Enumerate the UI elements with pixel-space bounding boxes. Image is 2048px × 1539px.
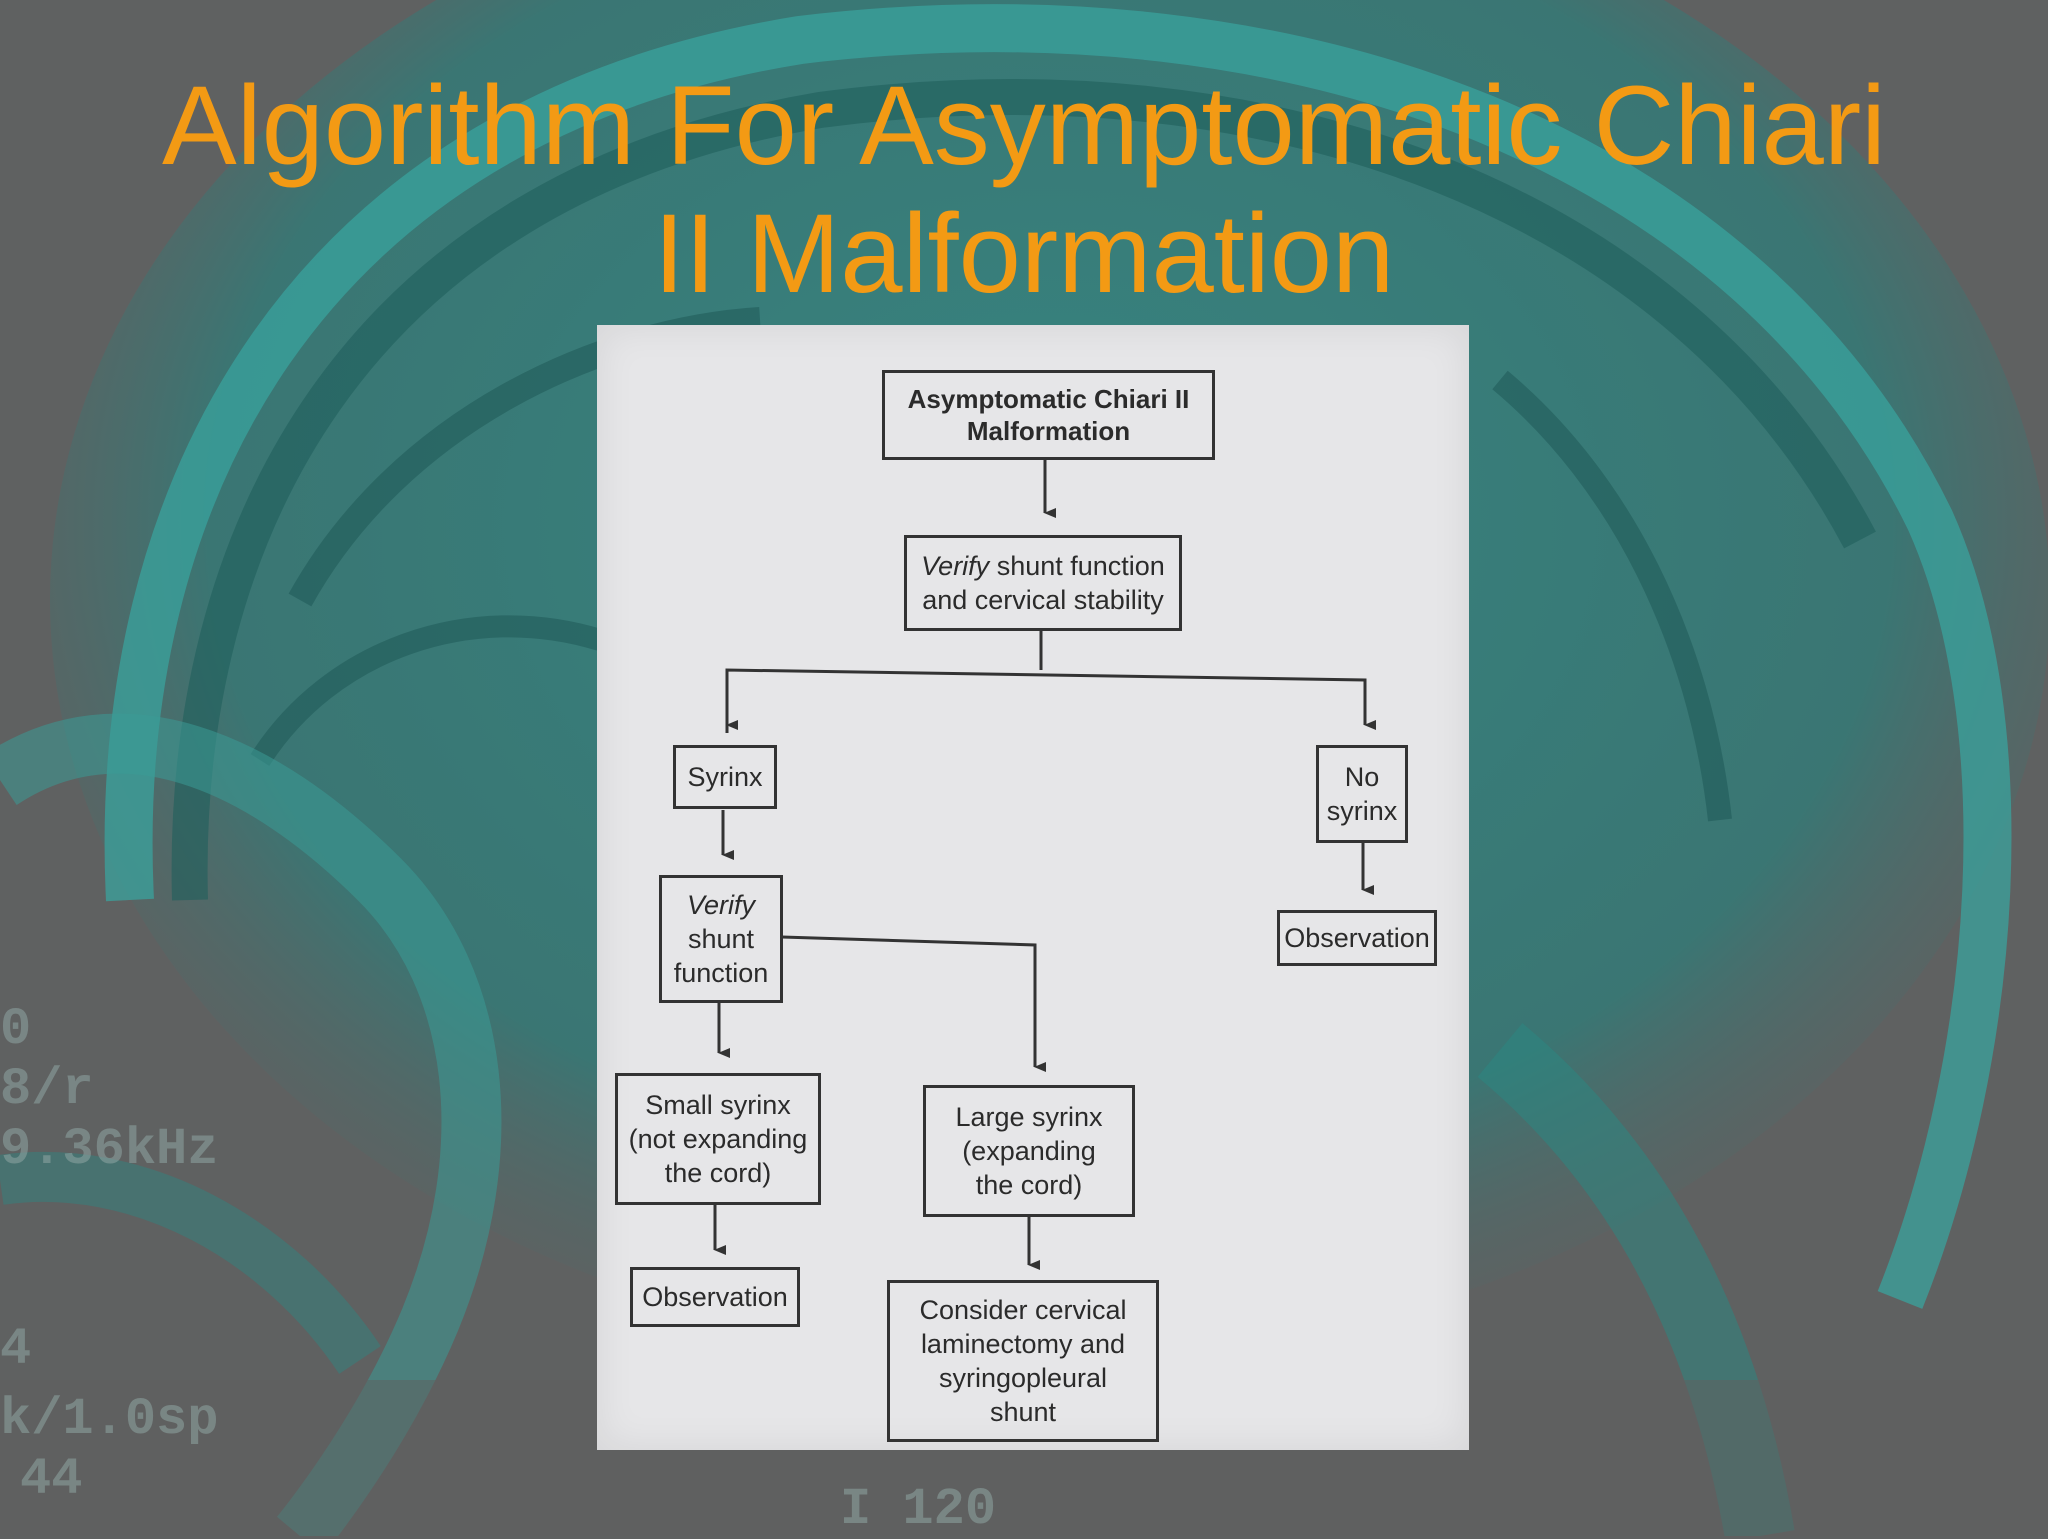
box-asymptomatic-chiari: Asymptomatic Chiari II Malformation [882, 370, 1215, 460]
slide-title: Algorithm For Asymptomatic Chiari II Mal… [0, 62, 2048, 318]
box-text-line-1: Verify shunt function [921, 549, 1165, 583]
mri-overlay-text: I 120 [840, 1480, 997, 1539]
box-text: shunt [687, 924, 755, 954]
box-verify-shunt-and-stability: Verify shunt function and cervical stabi… [904, 535, 1182, 631]
box-text: syrinx [1326, 796, 1398, 826]
mri-overlay-text: k/1.0sp [0, 1390, 219, 1449]
box-text: and cervical stability [922, 585, 1164, 615]
box-no-syrinx: No syrinx [1316, 745, 1408, 843]
mri-overlay-text: 4 [0, 1320, 32, 1379]
mri-overlay-text: 9.36kHz [0, 1120, 219, 1179]
box-text: Syrinx [687, 762, 763, 792]
box-text: Observation [642, 1282, 788, 1312]
box-text: the cord) [975, 1170, 1083, 1200]
box-text: the cord) [664, 1158, 772, 1188]
mri-overlay-text: 44 [20, 1450, 83, 1509]
flowchart-figure: Asymptomatic Chiari II Malformation Veri… [597, 325, 1469, 1450]
box-text: (not expanding [628, 1124, 808, 1154]
box-large-syrinx: Large syrinx (expanding the cord) [923, 1085, 1135, 1217]
box-text: Observation [1284, 923, 1430, 953]
slide-title-line-1: Algorithm For Asymptomatic Chiari [161, 63, 1887, 188]
box-text-italic: Verify [921, 551, 990, 581]
box-observation-right: Observation [1277, 910, 1437, 966]
box-text: laminectomy and [920, 1329, 1126, 1359]
box-text: syringopleural [938, 1363, 1108, 1393]
box-observation-left: Observation [630, 1267, 800, 1327]
connector-verify-shunt-to-large [781, 935, 1046, 1072]
box-text-italic: Verify [686, 890, 755, 920]
mri-overlay-text: 8/r [0, 1060, 94, 1119]
box-syrinx: Syrinx [673, 745, 777, 809]
box-small-syrinx: Small syrinx (not expanding the cord) [615, 1073, 821, 1205]
mri-overlay-text: 0 [0, 1000, 32, 1059]
box-text: (expanding [962, 1136, 1096, 1166]
box-text: No [1344, 762, 1380, 792]
box-text: Small syrinx [645, 1090, 791, 1120]
box-consider-laminectomy: Consider cervical laminectomy and syring… [887, 1280, 1159, 1442]
box-text: Large syrinx [955, 1102, 1103, 1132]
connector-branch-split [725, 668, 1367, 733]
box-text: Consider cervical [919, 1295, 1127, 1325]
box-text: Asymptomatic Chiari II [907, 384, 1190, 414]
box-text: shunt function [989, 551, 1165, 581]
box-text: shunt [989, 1397, 1057, 1427]
box-verify-shunt-function: Verify shunt function [659, 875, 783, 1003]
flowchart-connectors [713, 460, 1376, 1270]
slide-title-line-2: II Malformation [653, 191, 1395, 316]
box-text: function [673, 958, 769, 988]
box-text: Malformation [966, 416, 1131, 446]
